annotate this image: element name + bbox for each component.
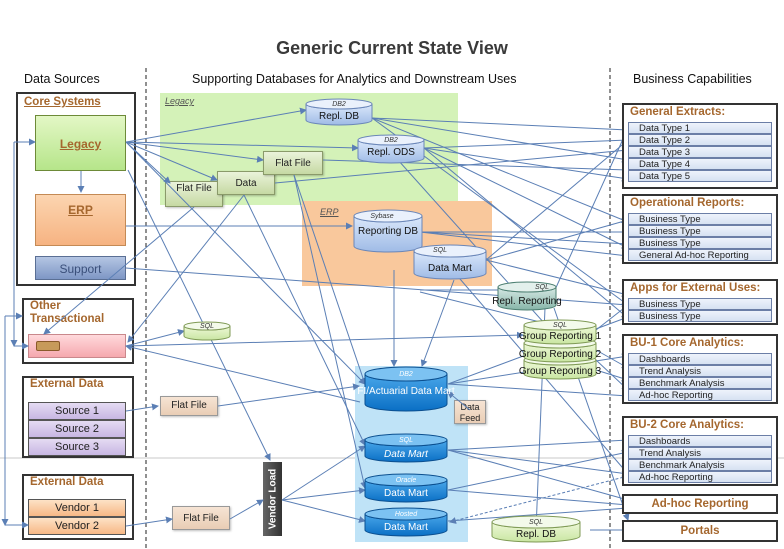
connections [1, 107, 630, 534]
db-group-reporting-1-sup: SQL [553, 322, 567, 329]
db-oracle-data-mart-label: Data Mart [384, 488, 428, 499]
cap-op-business-type-2[interactable]: Business Type [628, 225, 772, 237]
data-feed[interactable]: Data Feed [454, 400, 486, 424]
cap-bu1-adhoc[interactable]: Ad-hoc Reporting [628, 389, 772, 401]
cap-app-business-type-1[interactable]: Business Type [628, 298, 772, 310]
core-systems-title: Core Systems [24, 96, 101, 108]
db-repl-ods[interactable]: DB2 Repl. ODS [357, 134, 425, 164]
vendor-1[interactable]: Vendor 1 [28, 499, 126, 517]
source-3[interactable]: Source 3 [28, 438, 126, 456]
cap-portals[interactable]: Portals [622, 520, 778, 542]
cap-bu1-title: BU-1 Core Analytics: [630, 337, 744, 349]
db-fi-actuarial-sup: DB2 [399, 371, 413, 378]
cap-bu1-trend[interactable]: Trend Analysis [628, 365, 772, 377]
support-system[interactable]: Support [35, 256, 126, 280]
header-business-capabilities: Business Capabilities [633, 72, 752, 86]
vendor-data-title: External Data [30, 476, 104, 488]
db-repl-ods-sup: DB2 [384, 137, 398, 144]
vendor-2[interactable]: Vendor 2 [28, 517, 126, 535]
cap-data-type-1[interactable]: Data Type 1 [628, 122, 772, 134]
cap-bu2-adhoc[interactable]: Ad-hoc Reporting [628, 471, 772, 483]
db-repl-reporting-sup: SQL [535, 284, 549, 291]
source-1[interactable]: Source 1 [28, 402, 126, 420]
header-supporting-databases: Supporting Databases for Analytics and D… [192, 72, 517, 86]
data-file[interactable]: Data [217, 171, 275, 195]
db-repl-ods-label: Repl. ODS [367, 147, 415, 158]
page-title: Generic Current State View [276, 38, 508, 58]
db-reporting-db-label: Reporting DB [358, 226, 418, 237]
cap-adhoc-reporting[interactable]: Ad-hoc Reporting [622, 494, 778, 514]
cap-bu2-title: BU-2 Core Analytics: [630, 419, 744, 431]
cap-data-type-3[interactable]: Data Type 3 [628, 146, 772, 158]
db-oracle-data-mart[interactable]: Oracle Data Mart [364, 473, 448, 503]
db-sql-data-mart-2-label: Data Mart [384, 449, 429, 460]
external-data-title: External Data [30, 378, 104, 390]
other-transactional-title: Other Transactional [30, 300, 105, 325]
db-group-reporting-1-label: Group Reporting 1 [519, 331, 602, 342]
flat-file-top[interactable]: Flat File [263, 151, 323, 175]
cap-data-type-2[interactable]: Data Type 2 [628, 134, 772, 146]
db-hosted-data-mart[interactable]: Hosted Data Mart [364, 507, 448, 537]
flat-file-small[interactable]: Flat File [165, 181, 223, 207]
cap-data-type-4[interactable]: Data Type 4 [628, 158, 772, 170]
legacy-zone-label: Legacy [165, 96, 195, 106]
db-group-reporting-2-label: Group Reporting 2 [519, 349, 602, 360]
legacy-system[interactable]: Legacy [35, 115, 126, 171]
db-repl-db-bottom-sup: SQL [529, 519, 543, 526]
flat-file-external[interactable]: Flat File [160, 396, 218, 416]
cap-data-type-5[interactable]: Data Type 5 [628, 170, 772, 182]
db-sql-data-mart[interactable]: SQL Data Mart [413, 244, 487, 280]
db-group-reporting-3-label: Group Reporting 3 [519, 366, 602, 377]
db-fi-actuarial[interactable]: DB2 FI/Actuarial Data Mart [357, 366, 455, 412]
db-oracle-data-mart-sup: Oracle [396, 477, 417, 484]
db-repl-db-top-sup: DB2 [332, 101, 346, 108]
cap-bu2-trend[interactable]: Trend Analysis [628, 447, 772, 459]
db-other-sql-sup: SQL [200, 323, 214, 330]
cap-bu2-benchmark[interactable]: Benchmark Analysis [628, 459, 772, 471]
db-repl-reporting-label: Repl. Reporting [492, 296, 561, 307]
vendor-load[interactable]: Vendor Load [263, 462, 282, 536]
db-sql-data-mart-2-sup: SQL [399, 437, 413, 444]
header-data-sources: Data Sources [24, 72, 100, 86]
cap-apps-external-title: Apps for External Uses: [630, 282, 761, 294]
db-reporting-db-sup: Sybase [370, 213, 393, 220]
cap-general-extracts-title: General Extracts: [630, 106, 726, 118]
db-group-reporting-3[interactable]: Group Reporting 3 [519, 354, 602, 380]
db-hosted-data-mart-sup: Hosted [395, 511, 418, 518]
cap-bu1-benchmark[interactable]: Benchmark Analysis [628, 377, 772, 389]
other-transactional-system-label [36, 341, 60, 351]
db-reporting-db[interactable]: Sybase Reporting DB [353, 209, 423, 253]
cap-bu2-dashboards[interactable]: Dashboards [628, 435, 772, 447]
flat-file-vendor[interactable]: Flat File [172, 506, 230, 530]
erp-zone-label: ERP [320, 207, 339, 217]
cap-op-business-type-1[interactable]: Business Type [628, 213, 772, 225]
db-group-reporting-1[interactable]: SQL Group Reporting 1 [519, 319, 602, 345]
db-sql-data-mart-sup: SQL [433, 247, 447, 254]
cap-operational-reports-title: Operational Reports: [630, 197, 745, 209]
db-repl-db-top[interactable]: DB2 Repl. DB [305, 98, 373, 126]
db-repl-reporting[interactable]: SQL Repl. Reporting [492, 281, 562, 311]
source-2[interactable]: Source 2 [28, 420, 126, 438]
db-fi-actuarial-label: FI/Actuarial Data Mart [357, 386, 454, 397]
db-sql-data-mart-2[interactable]: SQL Data Mart [364, 433, 448, 463]
erp-system[interactable]: ERP [35, 194, 126, 246]
db-repl-db-bottom[interactable]: SQL Repl. DB [491, 515, 581, 543]
db-hosted-data-mart-label: Data Mart [384, 522, 428, 533]
db-sql-data-mart-label: Data Mart [428, 263, 472, 274]
cap-app-business-type-2[interactable]: Business Type [628, 310, 772, 322]
cap-op-general-adhoc[interactable]: General Ad-hoc Reporting [628, 249, 772, 261]
cap-bu1-dashboards[interactable]: Dashboards [628, 353, 772, 365]
cap-op-business-type-3[interactable]: Business Type [628, 237, 772, 249]
db-other-sql[interactable]: SQL [183, 321, 231, 341]
db-repl-db-bottom-label: Repl. DB [516, 529, 556, 540]
db-repl-db-top-label: Repl. DB [319, 111, 359, 122]
